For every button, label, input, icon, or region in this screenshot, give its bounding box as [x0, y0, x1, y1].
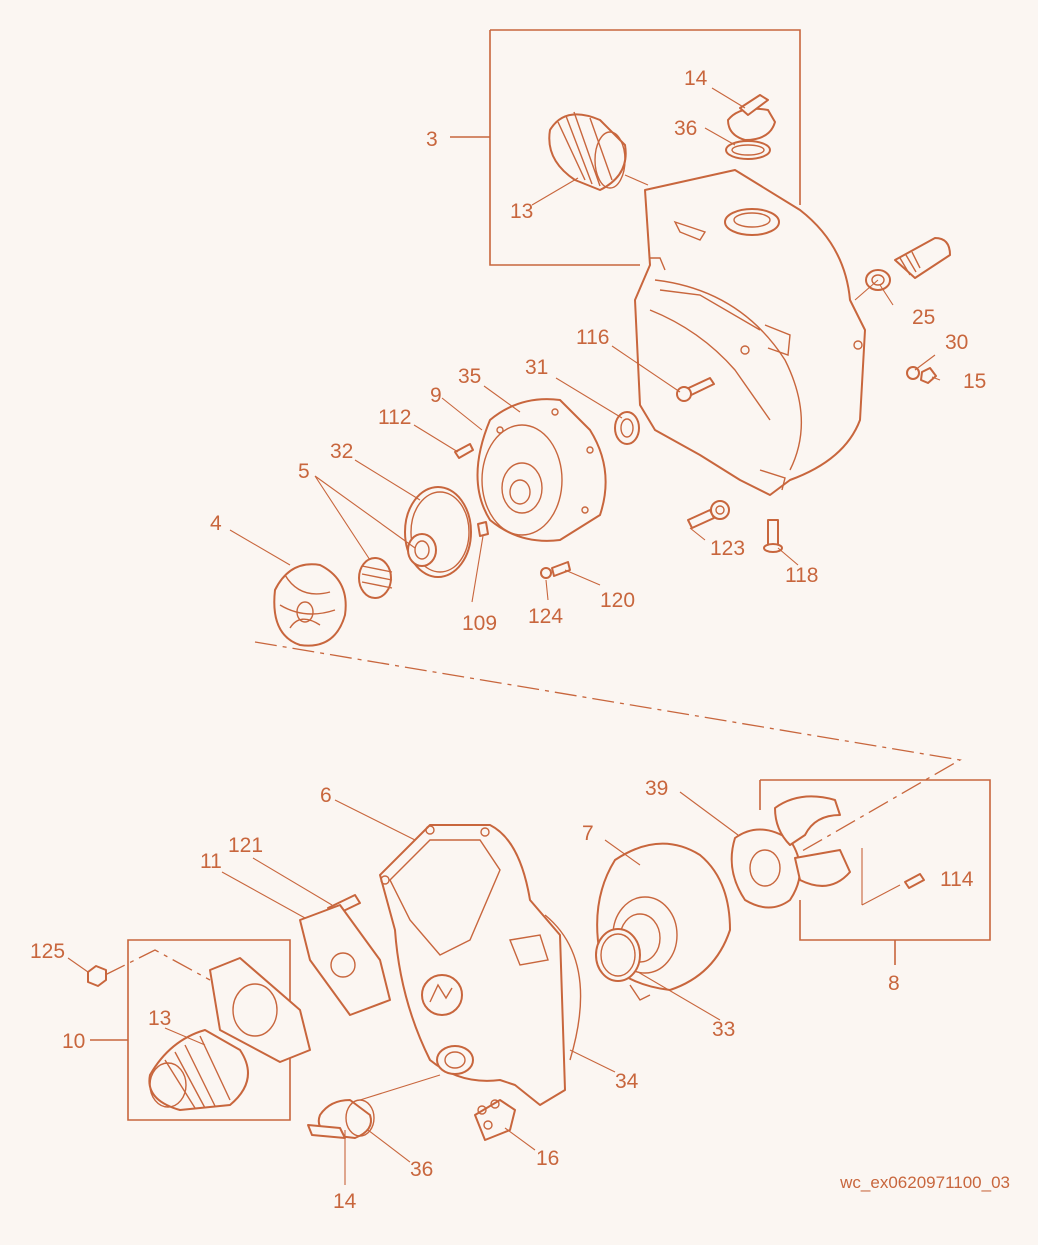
group-bracket-8 [759, 779, 991, 965]
callout-5: 5 [298, 460, 310, 483]
cover-plate [299, 904, 391, 1016]
callout-6: 6 [320, 784, 332, 807]
callout-123: 123 [710, 537, 745, 560]
callout-118: 118 [785, 564, 818, 587]
callout-3: 3 [426, 128, 438, 151]
connector-16 [474, 1099, 516, 1141]
callout-15: 15 [963, 370, 986, 393]
callout-125: 125 [30, 940, 65, 963]
callout-121: 121 [228, 834, 263, 857]
back-plate [476, 398, 607, 542]
callout-13-upper: 13 [510, 200, 533, 223]
callout-9: 9 [430, 384, 442, 407]
callout-109: 109 [462, 612, 497, 635]
mechanical-seal [358, 533, 437, 599]
pin-109 [477, 521, 489, 537]
group-bracket-3 [450, 29, 801, 266]
washer-and-plug [906, 366, 937, 384]
screw-112 [454, 443, 474, 459]
drain-plug-upper [725, 94, 776, 160]
callout-34: 34 [615, 1070, 639, 1093]
callout-30: 30 [945, 331, 968, 354]
o-ring-34 [544, 914, 582, 1061]
drain-plug-lower [307, 1074, 441, 1139]
leader-lines [67, 87, 941, 1185]
callout-labels: 3 14 36 13 25 30 15 116 35 31 9 112 32 5… [30, 67, 986, 1213]
callout-36-upper: 36 [674, 117, 697, 140]
callout-36-lower: 36 [410, 1158, 433, 1181]
pump-housing [634, 169, 866, 496]
callout-112: 112 [378, 406, 411, 429]
callout-13-lower: 13 [148, 1007, 171, 1030]
callout-120: 120 [600, 589, 635, 612]
bolt-118 [763, 519, 783, 553]
center-axis-line [254, 641, 962, 859]
seal-ring-31 [614, 411, 640, 445]
callout-35: 35 [458, 365, 481, 388]
flange-leader [104, 949, 211, 981]
threaded-nipple-upper [548, 111, 649, 191]
bearing-housing-parts [730, 795, 851, 909]
screw-114-leader [861, 848, 901, 906]
callout-4: 4 [210, 512, 222, 535]
callout-124: 124 [528, 605, 563, 628]
callout-8: 8 [888, 972, 900, 995]
flange-10 [209, 957, 311, 1063]
drawing-id: wc_ex0620971100_03 [839, 1173, 1010, 1192]
callout-25: 25 [912, 306, 935, 329]
set-screws [540, 561, 571, 579]
threaded-nipple-lower [148, 1029, 249, 1111]
o-ring-33 [595, 928, 641, 982]
callout-39: 39 [645, 777, 668, 800]
eye-bolt-123 [687, 500, 730, 529]
group-bracket-10 [90, 939, 291, 1121]
callout-7: 7 [582, 822, 594, 845]
hose-fitting-25 [865, 237, 951, 291]
callout-114: 114 [940, 868, 974, 891]
callout-11: 11 [200, 850, 222, 873]
callout-32: 32 [330, 440, 353, 463]
gearcase-cover [379, 824, 566, 1106]
screw-116 [676, 377, 715, 402]
callout-16: 16 [536, 1147, 559, 1170]
callout-116: 116 [576, 326, 609, 349]
callout-33: 33 [712, 1018, 735, 1041]
callout-10: 10 [62, 1030, 85, 1053]
callout-14-lower: 14 [333, 1190, 357, 1213]
callout-31: 31 [525, 356, 548, 379]
callout-14-upper: 14 [684, 67, 708, 90]
screw-114 [904, 873, 925, 889]
nut-125 [87, 965, 107, 987]
impeller [273, 563, 347, 647]
